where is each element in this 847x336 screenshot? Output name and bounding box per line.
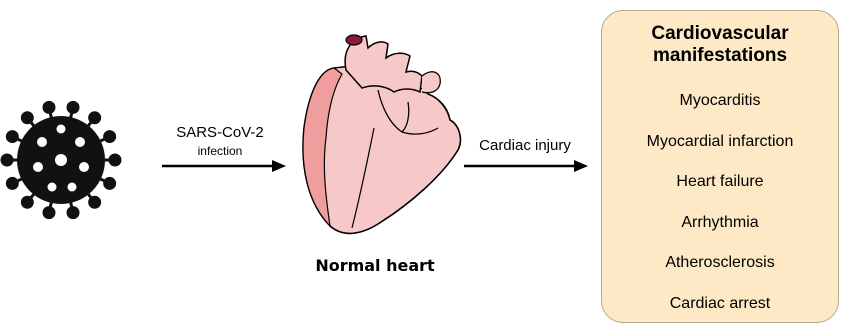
heart-icon [282,28,462,240]
list-item: Heart failure [602,173,838,214]
list-item: Cardiac arrest [602,295,838,336]
infection-arrow [160,150,290,180]
list-item: Myocardial infarction [602,133,838,174]
box-title-line2: manifestations [602,45,838,67]
injury-arrow [462,150,592,180]
virus-icon [0,95,122,225]
infection-arrow-label: SARS-CoV-2 [150,124,290,141]
heart-label: Normal heart [300,256,450,275]
box-title-line1: Cardiovascular [602,23,838,45]
manifestations-list: Myocarditis Myocardial infarction Heart … [602,92,838,336]
box-title: Cardiovascular manifestations [602,23,838,67]
list-item: Atherosclerosis [602,254,838,295]
manifestations-box: Cardiovascular manifestations Myocarditi… [601,10,839,323]
list-item: Myocarditis [602,92,838,133]
list-item: Arrhythmia [602,214,838,255]
